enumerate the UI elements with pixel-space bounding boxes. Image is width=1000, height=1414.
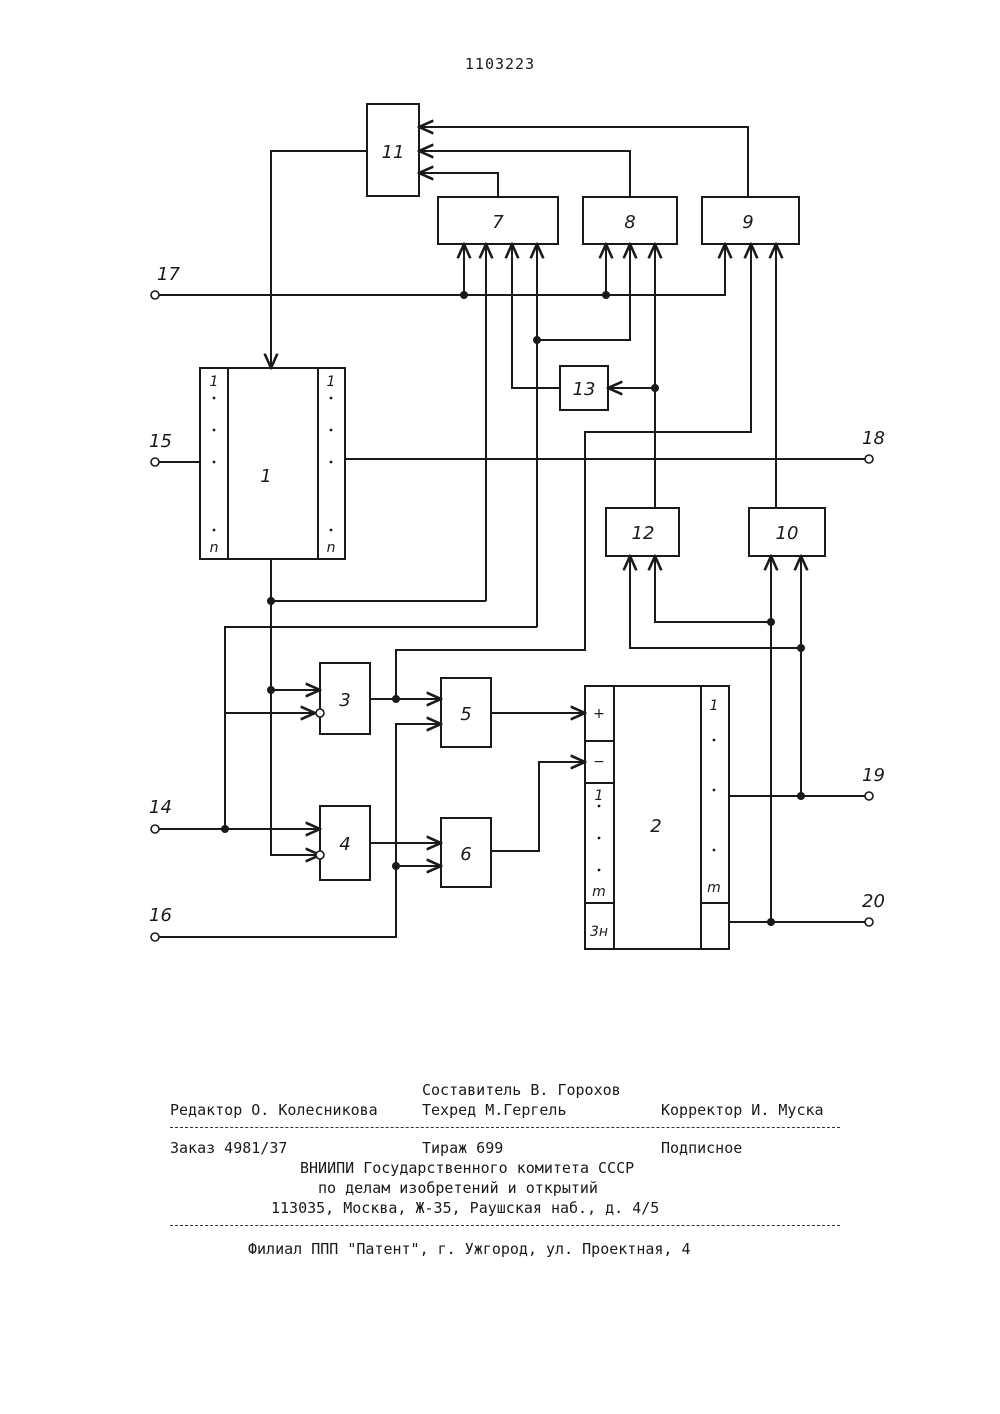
block-9: 9 xyxy=(702,197,799,244)
block-2-minus-input: − xyxy=(593,754,605,770)
block-11: 11 xyxy=(367,104,419,196)
block-5: 5 xyxy=(441,678,491,747)
block-2-right-pin-1: 1 xyxy=(710,698,719,714)
block-12: 12 xyxy=(606,508,679,556)
org-line-1: ВНИИПИ Государственного комитета СССР xyxy=(300,1159,634,1177)
block-5-label: 5 xyxy=(460,704,471,725)
terminal-18: 18 xyxy=(862,428,885,449)
techred-line: Техред М.Гергель xyxy=(422,1101,567,1119)
block-1-left-pin-1: 1 xyxy=(210,374,219,390)
block-12-label: 12 xyxy=(632,523,655,544)
block-2-left-pin-m: m xyxy=(592,884,606,900)
terminals: 17 15 14 16 18 19 20 xyxy=(149,264,885,941)
block-7: 7 xyxy=(438,197,558,244)
block-2-label: 2 xyxy=(650,816,661,837)
block-2-plus-input: + xyxy=(593,706,605,722)
block-diagram: 11 7 8 9 13 1 1 n 1 n 12 10 3 xyxy=(0,0,1000,1000)
address-line: 113035, Москва, Ж-35, Раушская наб., д. … xyxy=(271,1199,659,1217)
block-4: 4 xyxy=(320,806,370,880)
terminal-15: 15 xyxy=(149,431,172,452)
block-8-label: 8 xyxy=(624,212,635,233)
block-2-right-pin-m: m xyxy=(707,880,721,896)
block-1: 1 1 n 1 n xyxy=(200,368,345,559)
block-1-label: 1 xyxy=(260,466,271,487)
terminal-20: 20 xyxy=(862,891,885,912)
divider-line xyxy=(170,1225,840,1226)
block-2: 2 + − 1 m 3н 1 m xyxy=(585,686,729,949)
org-line-2: по делам изобретений и открытий xyxy=(318,1179,598,1197)
block-4-label: 4 xyxy=(339,834,350,855)
divider-line xyxy=(170,1127,840,1128)
block-9-label: 9 xyxy=(742,212,753,233)
terminal-19: 19 xyxy=(862,765,885,786)
block-3-label: 3 xyxy=(339,690,350,711)
block-6-label: 6 xyxy=(460,844,471,865)
subscription-line: Подписное xyxy=(661,1139,742,1157)
compiler-line: Составитель В. Горохов xyxy=(422,1081,621,1099)
block-13-label: 13 xyxy=(573,379,596,400)
block-11-label: 11 xyxy=(382,142,405,163)
block-2-left-pin-1: 1 xyxy=(595,788,604,804)
terminal-16: 16 xyxy=(149,905,172,926)
corrector-line: Корректор И. Муска xyxy=(661,1101,824,1119)
block-10: 10 xyxy=(749,508,825,556)
block-3: 3 xyxy=(320,663,370,734)
branch-line: Филиал ППП "Патент", г. Ужгород, ул. Про… xyxy=(248,1240,691,1258)
order-line: Заказ 4981/37 xyxy=(170,1139,287,1157)
terminal-17: 17 xyxy=(157,264,180,285)
block-7-label: 7 xyxy=(492,212,504,233)
block-1-right-pin-n: n xyxy=(327,540,336,556)
block-13: 13 xyxy=(560,366,608,410)
block-1-left-pin-n: n xyxy=(210,540,219,556)
terminal-14: 14 xyxy=(149,797,172,818)
block-8: 8 xyxy=(583,197,677,244)
editor-line: Редактор О. Колесникова xyxy=(170,1101,378,1119)
block-2-zn-input: 3н xyxy=(590,924,608,940)
block-1-right-pin-1: 1 xyxy=(327,374,336,390)
circulation-line: Тираж 699 xyxy=(422,1139,503,1157)
block-10-label: 10 xyxy=(776,523,799,544)
block-6: 6 xyxy=(441,818,491,887)
wiring xyxy=(158,127,866,937)
